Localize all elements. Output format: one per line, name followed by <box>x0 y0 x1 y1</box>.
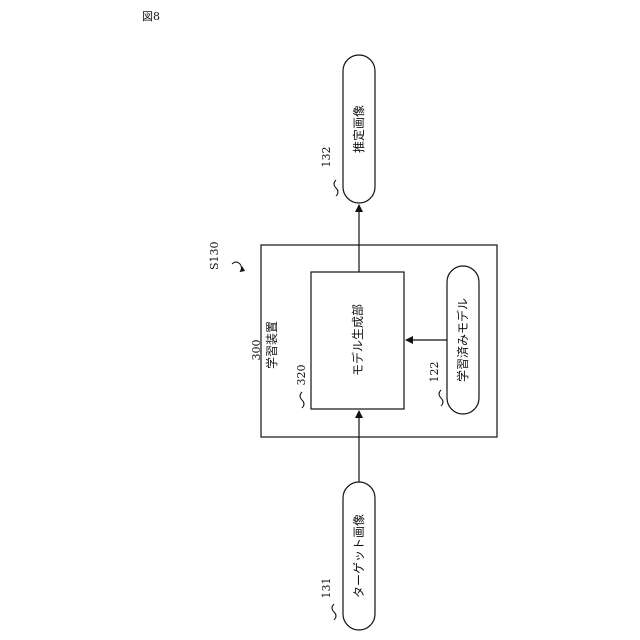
target-image-ref: 131 <box>320 578 333 599</box>
trained-model-label: 学習済みモデル <box>455 298 470 382</box>
target-image-ref-leader <box>332 604 336 620</box>
model-generator-label: モデル生成部 <box>350 304 365 376</box>
figure-label: 図8 <box>142 10 160 23</box>
learning-device-ref: 300 <box>250 340 263 361</box>
learning-device-label: 学習装置 <box>264 321 279 369</box>
target-image-label: ターゲット画像 <box>352 514 366 598</box>
estimated-image-ref: 132 <box>320 147 333 168</box>
step-squiggle <box>232 262 242 272</box>
model-generator-ref: 320 <box>295 365 308 386</box>
trained-model-ref: 122 <box>428 362 441 383</box>
step-label: S130 <box>208 241 221 270</box>
step-squiggle-arrowhead <box>240 266 245 272</box>
estimated-image-label: 推定画像 <box>351 105 366 153</box>
estimated-image-ref-leader <box>334 180 338 196</box>
